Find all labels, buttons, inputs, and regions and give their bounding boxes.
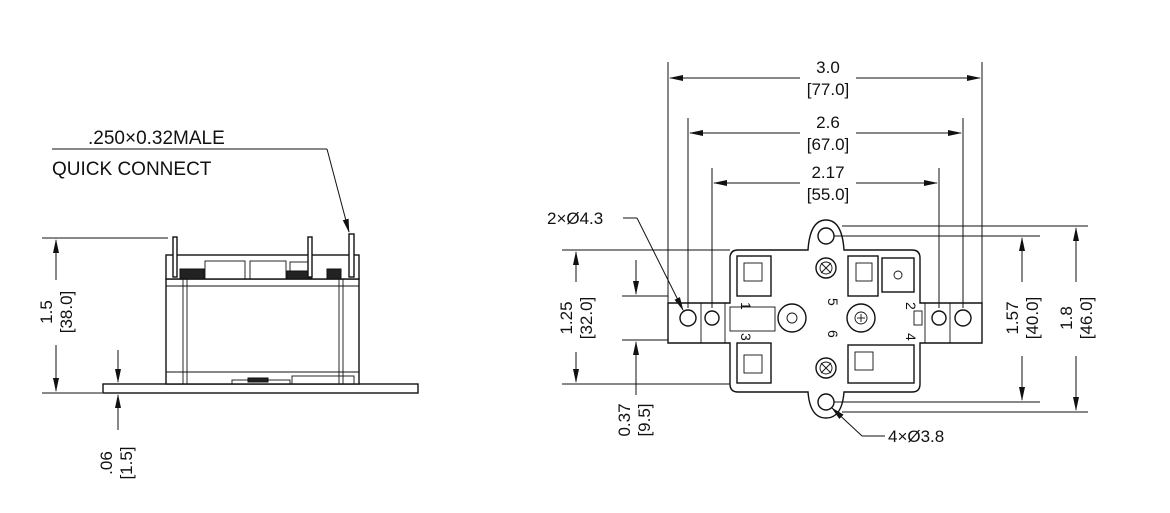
height-inch: 1.5 bbox=[37, 300, 56, 324]
terminal-number: 5 bbox=[825, 298, 841, 306]
left-height-mm: [32.0] bbox=[577, 297, 596, 340]
terminal-number: 6 bbox=[825, 330, 841, 338]
terminal-number: 1 bbox=[738, 302, 754, 310]
width-mid-mm: [67.0] bbox=[807, 135, 850, 154]
mount-hole-icon bbox=[954, 309, 972, 327]
right-height-mm: [40.0] bbox=[1023, 297, 1042, 340]
terminal-block bbox=[736, 255, 772, 297]
terminal-block bbox=[736, 342, 772, 384]
terminal-number: 3 bbox=[738, 333, 754, 341]
base-thickness-inch: .06 bbox=[97, 451, 116, 475]
connector-note-line1: .250×0.32MALE bbox=[88, 128, 225, 149]
quick-connect-terminal bbox=[307, 236, 313, 278]
right-height-inch: 1.57 bbox=[1003, 301, 1022, 334]
base-thickness-mm: [1.5] bbox=[117, 446, 136, 479]
mount-hole-icon bbox=[931, 310, 947, 326]
side-view: .250×0.32MALE QUICK CONNECT 1.5 [38.0] .… bbox=[37, 128, 419, 480]
right-outer-height-inch: 1.8 bbox=[1057, 306, 1076, 330]
mount-hole-icon bbox=[704, 310, 720, 326]
width-outer-inch: 3.0 bbox=[816, 58, 840, 77]
right-outer-height-mm: [46.0] bbox=[1077, 297, 1096, 340]
width-outer-mm: [77.0] bbox=[807, 80, 850, 99]
offset-inch: 0.37 bbox=[615, 403, 634, 436]
terminal-block bbox=[881, 257, 915, 293]
offset-mm: [9.5] bbox=[635, 403, 654, 436]
relay-body bbox=[165, 278, 360, 385]
terminal-block bbox=[847, 344, 915, 384]
height-mm: [38.0] bbox=[57, 291, 76, 334]
mount-hole-icon bbox=[679, 309, 697, 327]
corner-hole-icon bbox=[817, 227, 835, 245]
top-view: 1 2 3 4 5 6 3.0 [77.0] 2.6 [67.0] 2.17 [… bbox=[547, 58, 1096, 446]
left-height-inch: 1.25 bbox=[557, 301, 576, 334]
corner-hole-icon bbox=[817, 393, 835, 411]
width-inner-inch: 2.17 bbox=[811, 163, 844, 182]
connector-note-line2: QUICK CONNECT bbox=[52, 159, 212, 180]
quick-connect-terminal bbox=[348, 233, 355, 278]
terminal-block bbox=[847, 255, 879, 297]
terminal-number: 4 bbox=[903, 333, 919, 341]
width-inner-mm: [55.0] bbox=[807, 185, 850, 204]
terminal-number: 2 bbox=[903, 302, 919, 310]
width-mid-inch: 2.6 bbox=[816, 113, 840, 132]
quick-connect-terminal bbox=[172, 236, 178, 278]
base-plate bbox=[102, 383, 419, 394]
corner-hole-callout: 4×Ø3.8 bbox=[888, 427, 944, 446]
side-hole-callout: 2×Ø4.3 bbox=[547, 209, 603, 228]
pin-icon bbox=[777, 303, 807, 333]
